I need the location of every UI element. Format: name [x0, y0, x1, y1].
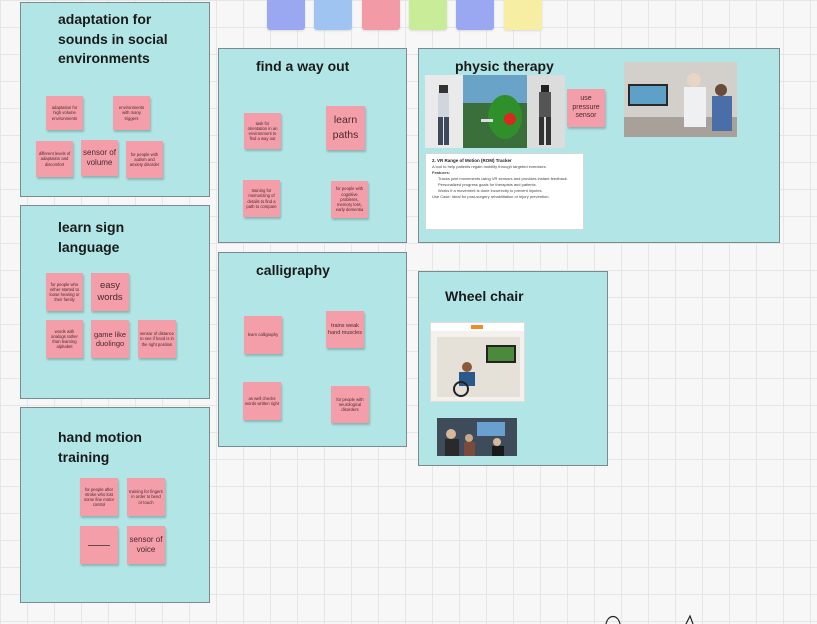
- wheelchair-group-illustration: [437, 418, 517, 456]
- ink-doodle: [600, 608, 710, 624]
- sticky-note[interactable]: use pressure sensor: [567, 89, 605, 127]
- sticky-note[interactable]: words with analogs rather than learning …: [46, 320, 83, 358]
- frame-title-physic-therapy: physic therapy: [455, 57, 585, 77]
- sticky-note[interactable]: adaptation for high volume environments: [46, 96, 83, 130]
- sticky-note[interactable]: easy words: [91, 273, 129, 311]
- sticky-note[interactable]: for people with cognitive problems, memo…: [331, 181, 368, 218]
- sticky-note[interactable]: sensor of distance to see if hand is in …: [138, 320, 176, 358]
- sticky-note[interactable]: for people who either started to loose h…: [46, 273, 83, 311]
- color-swatch-periwinkle[interactable]: [267, 0, 305, 30]
- sticky-note[interactable]: learn calligraphy: [244, 316, 282, 354]
- frame-title-adaptation: adaptation for sounds in social environm…: [58, 10, 178, 69]
- sticky-note[interactable]: different levels of adaptation and disco…: [36, 141, 73, 177]
- color-swatch-periwinkle-2[interactable]: [456, 0, 494, 30]
- sticky-note[interactable]: for people with autism and anxiety disor…: [126, 141, 163, 178]
- vr-headset-illustration: [425, 75, 565, 148]
- sticky-note-blank[interactable]: [80, 526, 118, 564]
- sticky-note[interactable]: sensor of voice: [127, 526, 165, 564]
- frame-title-sign-language: learn sign language: [58, 218, 158, 257]
- therapy-photo[interactable]: [624, 62, 737, 137]
- sticky-note[interactable]: environments with many triggers: [113, 96, 150, 130]
- frame-title-wheel-chair: Wheel chair: [445, 287, 575, 307]
- sticky-note[interactable]: as well checks words written right: [243, 382, 281, 420]
- doc-use-case: Use Case: Ideal for post-surgery rehabil…: [432, 194, 577, 200]
- sticky-note[interactable]: training for fingers in order to bend or…: [127, 478, 165, 516]
- color-swatch-pink[interactable]: [362, 0, 400, 30]
- therapy-photo-illustration: [624, 62, 737, 137]
- sticky-note[interactable]: sensor of volume: [81, 140, 118, 176]
- frame-title-calligraphy: calligraphy: [256, 261, 356, 281]
- color-swatch-lime[interactable]: [409, 0, 447, 30]
- sticky-note[interactable]: for people after stroke who lost some fi…: [80, 478, 118, 516]
- frame-title-find-way: find a way out: [256, 57, 386, 77]
- color-swatch-yellow[interactable]: [504, 0, 542, 30]
- wheelchair-group-photo[interactable]: [437, 418, 517, 456]
- frame-title-hand-motion: hand motion training: [58, 428, 168, 467]
- sticky-note[interactable]: training for memorizing of details to fi…: [243, 180, 280, 217]
- sticky-note[interactable]: trains weak hand muscles: [326, 311, 364, 348]
- wheelchair-vr-image[interactable]: [430, 322, 525, 402]
- sticky-note-line: [88, 545, 110, 546]
- vr-headset-image[interactable]: [425, 75, 565, 148]
- color-swatch-lightblue[interactable]: [314, 0, 352, 30]
- sticky-note[interactable]: game like duolingo: [91, 320, 129, 358]
- sticky-note[interactable]: for people with neurological disorders: [331, 386, 369, 423]
- sticky-note[interactable]: task for orientation in an environment t…: [244, 113, 281, 149]
- vr-rom-tracker-document[interactable]: 2. VR Range of Motion (ROM) Tracker A to…: [425, 153, 584, 230]
- wheelchair-vr-illustration: [431, 323, 525, 402]
- sticky-note[interactable]: learn paths: [326, 106, 365, 150]
